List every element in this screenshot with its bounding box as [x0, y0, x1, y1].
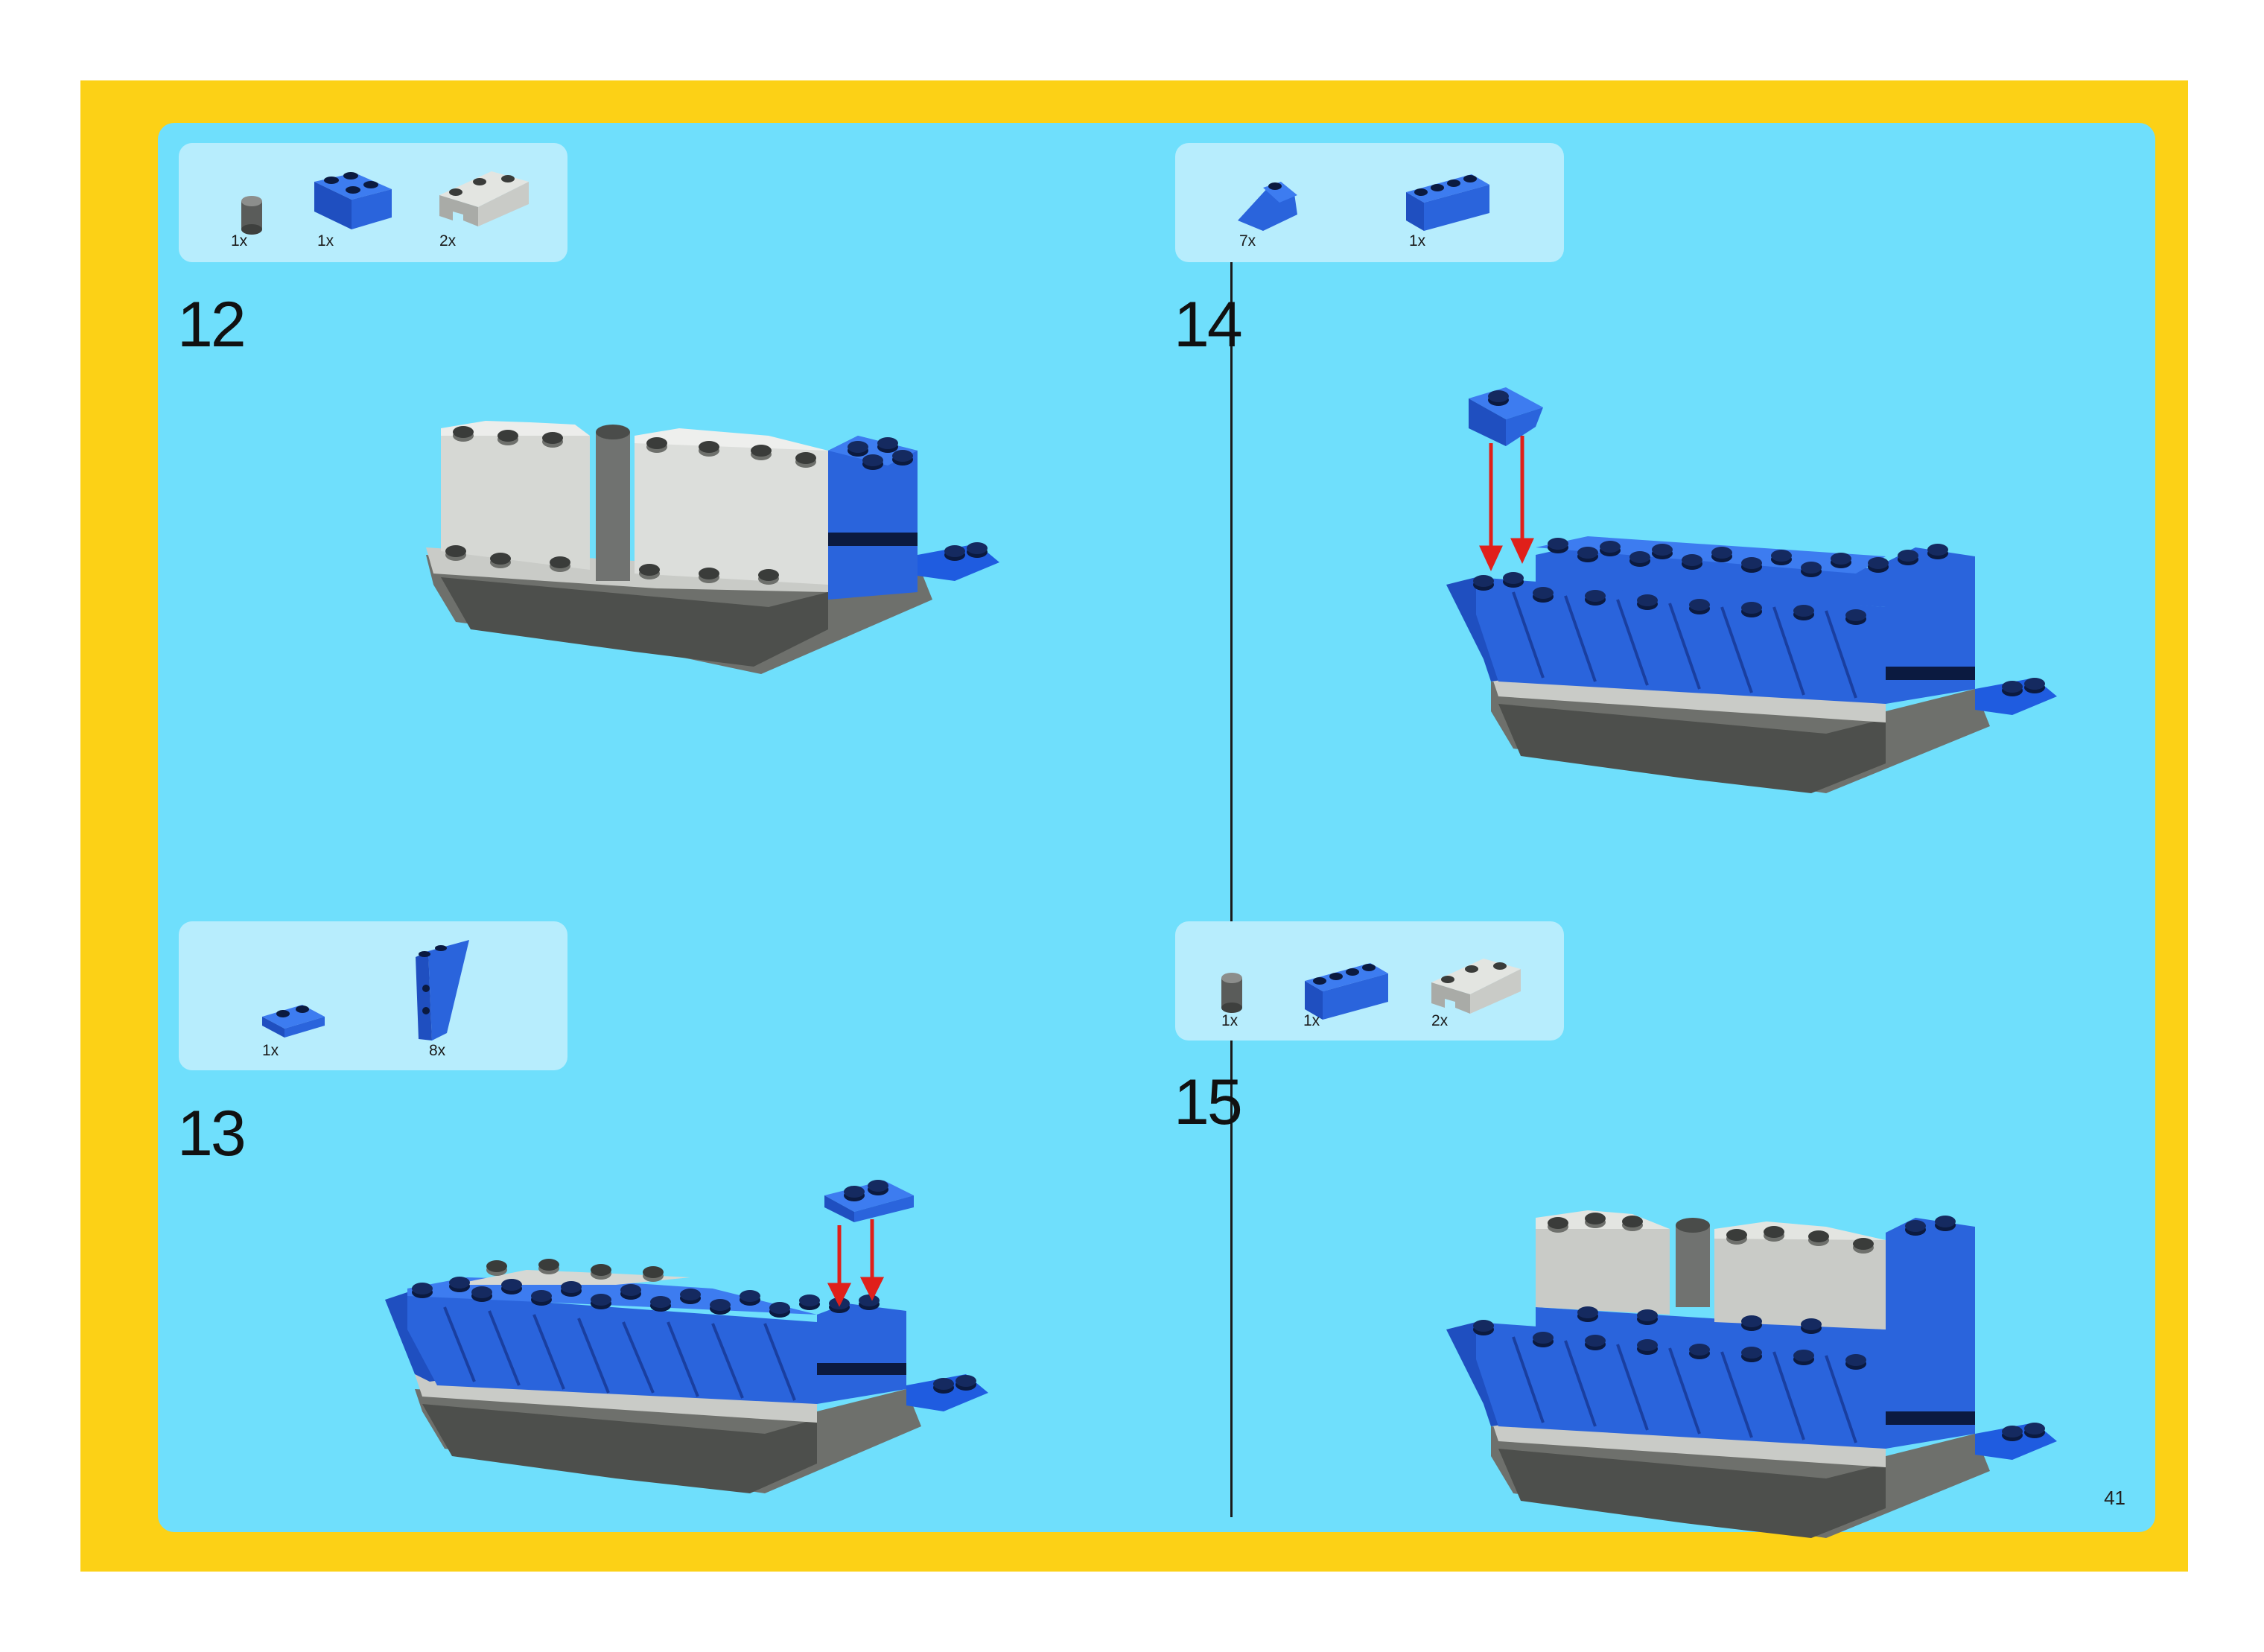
blue-2x2-brick-icon [314, 172, 392, 229]
dark-round-brick-icon [241, 196, 262, 235]
parts-list-step-13: 1x 8x [179, 921, 567, 1070]
part-qty: 1x [1409, 232, 1426, 250]
instruction-panel: 1x 1x 2x 12 [158, 123, 2155, 1538]
blue-slope-icon [1238, 182, 1297, 231]
part-qty: 1x [262, 1042, 279, 1059]
model-step-14 [1446, 387, 2057, 793]
blue-1x4-brick-icon [1305, 963, 1388, 1020]
part-qty: 2x [1431, 1012, 1449, 1029]
step-number: 15 [1174, 1067, 1243, 1138]
parts-list-step-15: 1x 1x 2x [1175, 921, 1564, 1041]
part-qty: 7x [1239, 232, 1256, 250]
parts-list-step-12: 1x 1x 2x [179, 143, 567, 262]
part-qty: 2x [439, 232, 457, 250]
dark-round-brick-icon [1221, 973, 1242, 1013]
gray-arch-brick-icon [1431, 959, 1521, 1014]
gray-arch-brick-icon [439, 171, 529, 226]
parts-list-step-14: 7x 1x [1175, 143, 1564, 262]
step-number: 13 [177, 1098, 247, 1169]
part-qty: 8x [429, 1042, 446, 1059]
blue-1x4-brick-icon [1406, 174, 1489, 231]
part-qty: 1x [317, 232, 334, 250]
model-step-13 [385, 1180, 988, 1493]
page-frame: 1x 1x 2x 12 [80, 80, 2188, 1572]
step-number: 12 [177, 289, 247, 360]
model-step-12 [426, 421, 999, 674]
part-qty: 1x [231, 232, 248, 250]
model-step-15 [1446, 1210, 2057, 1538]
page-number: 41 [2104, 1487, 2125, 1509]
blue-1x2-plate-icon [262, 1005, 325, 1038]
blue-slope-brick-icon [416, 940, 469, 1041]
part-qty: 1x [1303, 1012, 1320, 1029]
column-divider [1230, 145, 1233, 1517]
part-qty: 1x [1221, 1012, 1238, 1029]
step-number: 14 [1174, 289, 1243, 360]
